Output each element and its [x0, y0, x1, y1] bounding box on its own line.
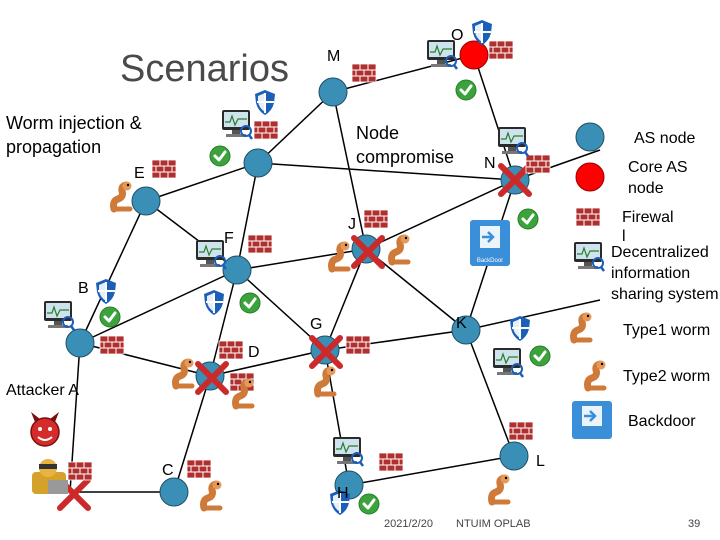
node-label-e: E [134, 165, 145, 182]
checks [98, 78, 552, 516]
worm-icon [114, 182, 132, 210]
monitor-icon [220, 108, 254, 141]
as-node-m [318, 77, 348, 107]
firewall-icon [351, 63, 377, 83]
worm-icon [392, 235, 410, 263]
firewall-icon [525, 154, 551, 174]
legend-dis-line-3: sharing system [611, 286, 719, 303]
firewall-icon [508, 421, 534, 441]
footer-date: 2021/2/20 [384, 518, 433, 530]
node-label-b: B [78, 280, 89, 297]
as-node-k [451, 315, 481, 345]
legend-core-node-symbol [575, 162, 605, 192]
check-icon [528, 344, 552, 368]
legend-type2-worm-symbol [588, 361, 606, 389]
firewall-icon [378, 452, 404, 472]
firewall-icon [99, 335, 125, 355]
attacker-devil-icon [30, 412, 60, 447]
node-label-k: K [456, 315, 467, 332]
legend-firewall-line-1: Firewal [622, 209, 674, 226]
monitor-icon [331, 435, 365, 468]
legend-as-node-label: AS node [634, 130, 696, 147]
as-node-e-upper [243, 148, 273, 178]
shield-icon [510, 316, 530, 341]
firewall-icon [253, 120, 279, 140]
firewall-icon [151, 159, 177, 179]
as-node-l [499, 441, 529, 471]
monitor-icon [42, 299, 76, 332]
legend-backdoor-symbol [572, 401, 612, 439]
legend-backdoor-label: Backdoor [628, 413, 696, 430]
center-label-line-1: Node [356, 123, 400, 143]
legend-monitor-symbol [572, 240, 606, 273]
node-label-g: G [310, 316, 323, 333]
as-node-f [222, 255, 252, 285]
legend-core-line-1: Core AS [628, 159, 688, 176]
info-sharing-systems [42, 38, 530, 468]
worm-icon [332, 242, 350, 270]
node-label-f: F [224, 230, 234, 247]
node-label-d: D [248, 344, 260, 361]
worm-icon [176, 359, 194, 387]
check-icon [516, 207, 540, 231]
footer-page-number: 39 [688, 518, 701, 530]
legend-dis-line-1: Decentralized [611, 244, 709, 261]
shield-icon [255, 90, 275, 115]
node-label-h: H [337, 485, 349, 502]
monitor-icon [194, 238, 228, 271]
node-label-m: M [327, 48, 341, 65]
footer-org: NTUIM OPLAB [456, 518, 531, 530]
as-node-c [159, 477, 189, 507]
legend-firewall-symbol [575, 207, 601, 227]
monitor-icon [491, 346, 525, 379]
firewall-icon [247, 234, 273, 254]
check-icon [98, 305, 122, 329]
legend-firewall-line-2: l [622, 228, 626, 245]
legend-dis-line-2: information [611, 265, 691, 282]
as-node-e [131, 186, 161, 216]
monitor-icon [496, 125, 530, 158]
check-icon [454, 78, 478, 102]
legend-as-node-symbol [575, 122, 605, 152]
firewall-icon [67, 461, 93, 481]
worm-icon [492, 475, 510, 503]
as-nodes [65, 40, 530, 507]
backdoor-icon: BackDoor [470, 220, 510, 266]
subtitle-line-2: propagation [6, 137, 102, 157]
firewall-icon [345, 335, 371, 355]
worm-icon [204, 481, 222, 509]
legend-symbols [572, 122, 612, 439]
node-label-n: N [484, 155, 496, 172]
check-icon [208, 144, 232, 168]
legend-core-line-2: node [628, 180, 664, 197]
as-node-b [65, 328, 95, 358]
shield-icon [204, 290, 224, 315]
attacker-hacker-icon [32, 459, 68, 494]
center-label-line-2: compromise [356, 147, 455, 167]
attacker-label: Attacker A [6, 382, 79, 399]
node-label-c: C [162, 462, 174, 479]
legend-type1-label: Type1 worm [623, 322, 711, 339]
legend-type1-worm-symbol [574, 313, 592, 341]
backdoor-icon-caption: BackDoor [477, 258, 503, 264]
node-label-o: O [451, 27, 464, 44]
shield-icon [96, 279, 116, 304]
slide-title: Scenarios [120, 48, 289, 90]
firewall-icon [218, 340, 244, 360]
firewall-icon [186, 459, 212, 479]
check-icon [238, 291, 262, 315]
node-label-j: J [348, 216, 356, 233]
legend-type2-label: Type2 worm [623, 368, 711, 385]
check-icon [357, 492, 381, 516]
firewall-icon [488, 40, 514, 60]
firewall-icon [363, 209, 389, 229]
node-label-l: L [536, 453, 545, 470]
core-node-o [459, 40, 489, 70]
subtitle-line-1: Worm injection & [6, 113, 142, 133]
